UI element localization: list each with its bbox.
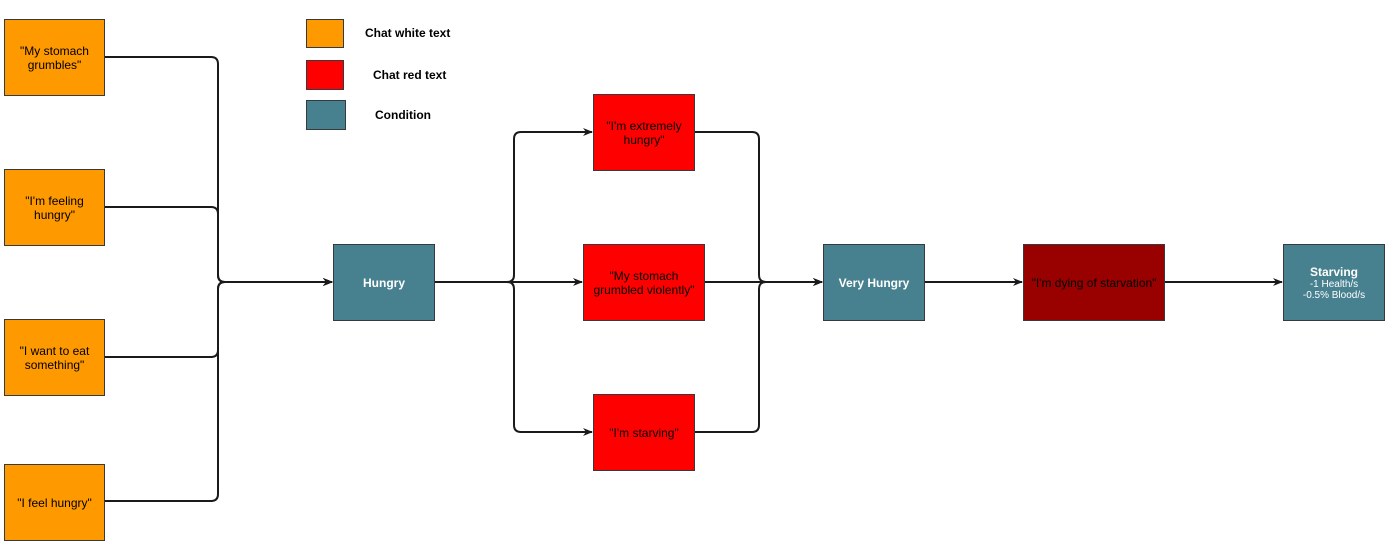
condition-starving-health-effect: -1 Health/s (1309, 278, 1359, 290)
message-my-stomach-grumbles-text: "My stomach grumbles" (20, 43, 89, 72)
message-i-feel-hungry-text: "I feel hungry" (17, 495, 92, 510)
condition-very-hungry: Very Hungry (823, 244, 925, 321)
condition-very-hungry-label: Very Hungry (838, 275, 910, 290)
message-im-dying-of-starvation: "I'm dying of starvation" (1023, 244, 1165, 321)
legend-label-chat-red-text: Chat red text (373, 68, 447, 82)
legend-swatch-chat-red-text (306, 60, 344, 90)
message-im-feeling-hungry-text: "I'm feeling hungry" (25, 193, 84, 222)
message-im-feeling-hungry: "I'm feeling hungry" (4, 169, 105, 246)
legend-swatch-condition (306, 100, 346, 130)
message-im-extremely-hungry: "I'm extremely hungry" (593, 94, 695, 171)
message-my-stomach-grumbled-violently: "My stomach grumbled violently" (583, 244, 705, 321)
legend-label-condition: Condition (375, 108, 431, 122)
connector-feel-hungry-to-hungry (104, 278, 333, 502)
connector-extremely-hungry-to-very-hungry (694, 131, 823, 286)
message-im-starving: "I'm starving" (593, 394, 695, 471)
message-im-starving-text: "I'm starving" (609, 425, 679, 440)
condition-starving-blood-effect: -0.5% Blood/s (1302, 289, 1366, 301)
message-i-feel-hungry: "I feel hungry" (4, 464, 105, 541)
condition-starving-title: Starving (1309, 264, 1358, 279)
message-my-stomach-grumbles: "My stomach grumbles" (4, 19, 105, 96)
message-im-dying-of-starvation-text: "I'm dying of starvation" (1031, 275, 1157, 290)
message-my-stomach-grumbled-violently-text: "My stomach grumbled violently" (593, 268, 695, 297)
message-im-extremely-hungry-text: "I'm extremely hungry" (606, 118, 682, 147)
connector-hungry-to-extremely-hungry (434, 128, 593, 283)
legend-label-chat-white-text: Chat white text (365, 26, 451, 40)
legend-swatch-chat-white-text (306, 19, 344, 48)
connector-hungry-to-starving-msg (434, 281, 593, 436)
connector-feeling-hungry-to-hungry (104, 206, 333, 286)
condition-hungry: Hungry (333, 244, 435, 321)
condition-hungry-label: Hungry (363, 275, 405, 290)
message-i-want-to-eat-something-text: "I want to eat something" (19, 343, 90, 372)
message-i-want-to-eat-something: "I want to eat something" (4, 319, 105, 396)
condition-starving: Starving -1 Health/s -0.5% Blood/s (1283, 244, 1385, 321)
connector-starving-msg-to-very-hungry (694, 278, 823, 433)
